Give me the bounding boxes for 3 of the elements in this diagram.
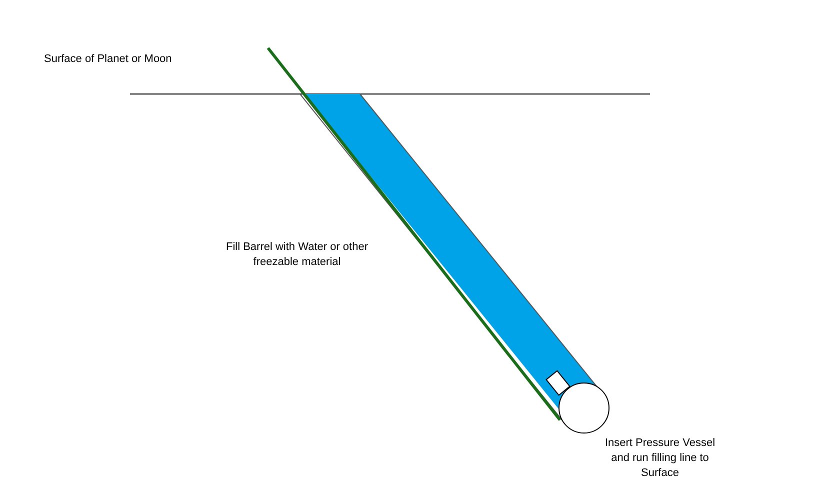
fill-note: Fill Barrel with Water or other freezable material (224, 240, 370, 270)
surface-label: Surface of Planet or Moon (44, 52, 172, 67)
vessel-note: Insert Pressure Vessel and run filling line to Surface (604, 436, 716, 481)
